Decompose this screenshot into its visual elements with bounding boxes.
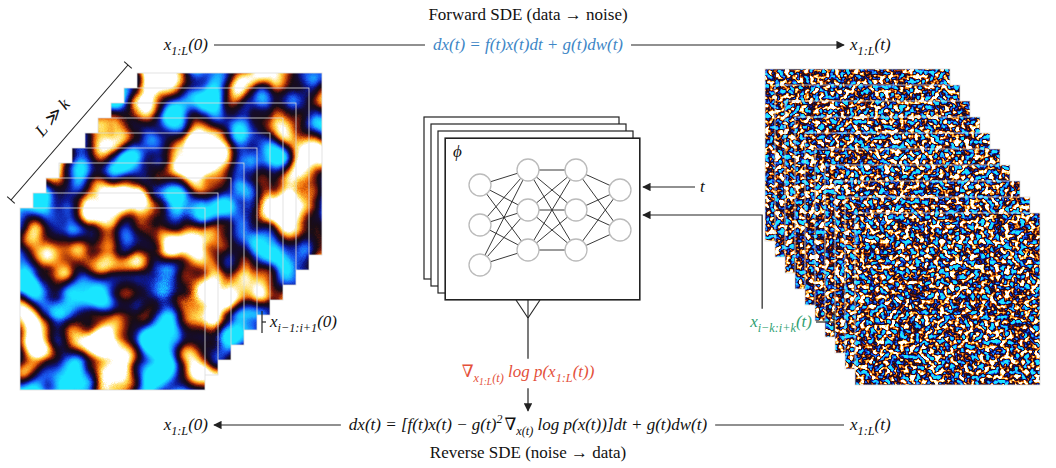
section-title-group: Reverse SDE (noise → data) (430, 443, 626, 463)
state-label: x (850, 415, 858, 434)
state-label: 1:L (858, 424, 875, 438)
reverse-line (715, 424, 844, 425)
state-label-group: x1:L(0) (164, 35, 208, 55)
reverse-sde-equation: x(t) (516, 424, 533, 438)
reverse-sde-equation-group: dx(t) = [f(t)x(t) − g(t)2∇x(t) log p(x(t)… (349, 415, 707, 435)
time-arrow (643, 186, 695, 187)
noise-frame-stack (765, 69, 1040, 385)
time-input-group: t (700, 177, 705, 197)
reverse-arrow (214, 424, 341, 425)
section-title: Forward SDE (data → noise) (428, 5, 627, 24)
state-label: (0) (188, 415, 208, 434)
forward-arrow (631, 44, 844, 45)
reverse-sde-equation: dx(t) = [f(t)x(t) − g(t) (349, 415, 497, 434)
window-label-group: xi−k:i+k(t) (750, 312, 812, 332)
state-label: x (164, 415, 172, 434)
forward-sde-equation: dx(t) = f(t)x(t)dt + g(t)dw(t) (433, 35, 623, 54)
forward-sde-equation-group: dx(t) = f(t)x(t)dt + g(t)dw(t) (433, 35, 623, 55)
state-label-group: x1:L(t) (850, 415, 891, 435)
network-box: ϕ (445, 138, 640, 300)
network-stack (424, 117, 640, 300)
leader-line (816, 321, 834, 322)
forward-line (214, 44, 425, 45)
reverse-sde-equation: 2 (496, 412, 502, 426)
score-label: 1:L (556, 371, 573, 385)
state-label: 1:L (171, 44, 188, 58)
state-label-group: x1:L(0) (164, 415, 208, 435)
window-label: (0) (317, 312, 337, 331)
window-label: x (270, 312, 278, 331)
length-bracket (7, 62, 132, 204)
score-label: 1:L (479, 377, 492, 387)
window-bracket (261, 311, 262, 333)
state-label: (0) (188, 35, 208, 54)
state-label: x (164, 35, 172, 54)
time-input: t (700, 177, 705, 196)
stack-length-label: L ≫ k (31, 95, 75, 141)
window-label: x (750, 312, 758, 331)
score-label: (t) (492, 371, 504, 385)
output-arrow (527, 388, 528, 411)
reverse-sde-equation: ∇ (504, 415, 516, 434)
network-connections (480, 170, 620, 265)
state-label: 1:L (171, 424, 188, 438)
data-frame-stack (20, 73, 322, 390)
input-arrow (643, 215, 762, 309)
score-label: log p(x (508, 362, 556, 381)
section-title: Reverse SDE (noise → data) (430, 443, 626, 462)
score-label: ∇ (462, 362, 474, 381)
network-neurons (469, 159, 631, 276)
window-label: i−1:i+1 (278, 321, 318, 335)
score-label: (t)) (573, 362, 595, 381)
reverse-sde-equation: log p(x(t))]dt + g(t)dw(t) (538, 415, 708, 434)
window-label-group: xi−1:i+1(0) (270, 312, 337, 332)
state-label-group: x1:L(t) (850, 35, 891, 55)
section-title-group: Forward SDE (data → noise) (428, 5, 627, 25)
state-label: 1:L (858, 44, 875, 58)
output-fan (516, 300, 540, 318)
window-label: i−k:i+k (758, 321, 796, 335)
window-bracket (833, 311, 834, 333)
score-label: x (474, 371, 479, 385)
state-label: x (850, 35, 858, 54)
state-label: (t) (875, 35, 891, 54)
window-label: (t) (796, 312, 812, 331)
output-line (527, 318, 528, 359)
score-label-group: ∇x1:L(t)log p(x1:L(t)) (462, 362, 595, 382)
network-symbol: ϕ (453, 142, 462, 162)
state-label: (t) (875, 415, 891, 434)
